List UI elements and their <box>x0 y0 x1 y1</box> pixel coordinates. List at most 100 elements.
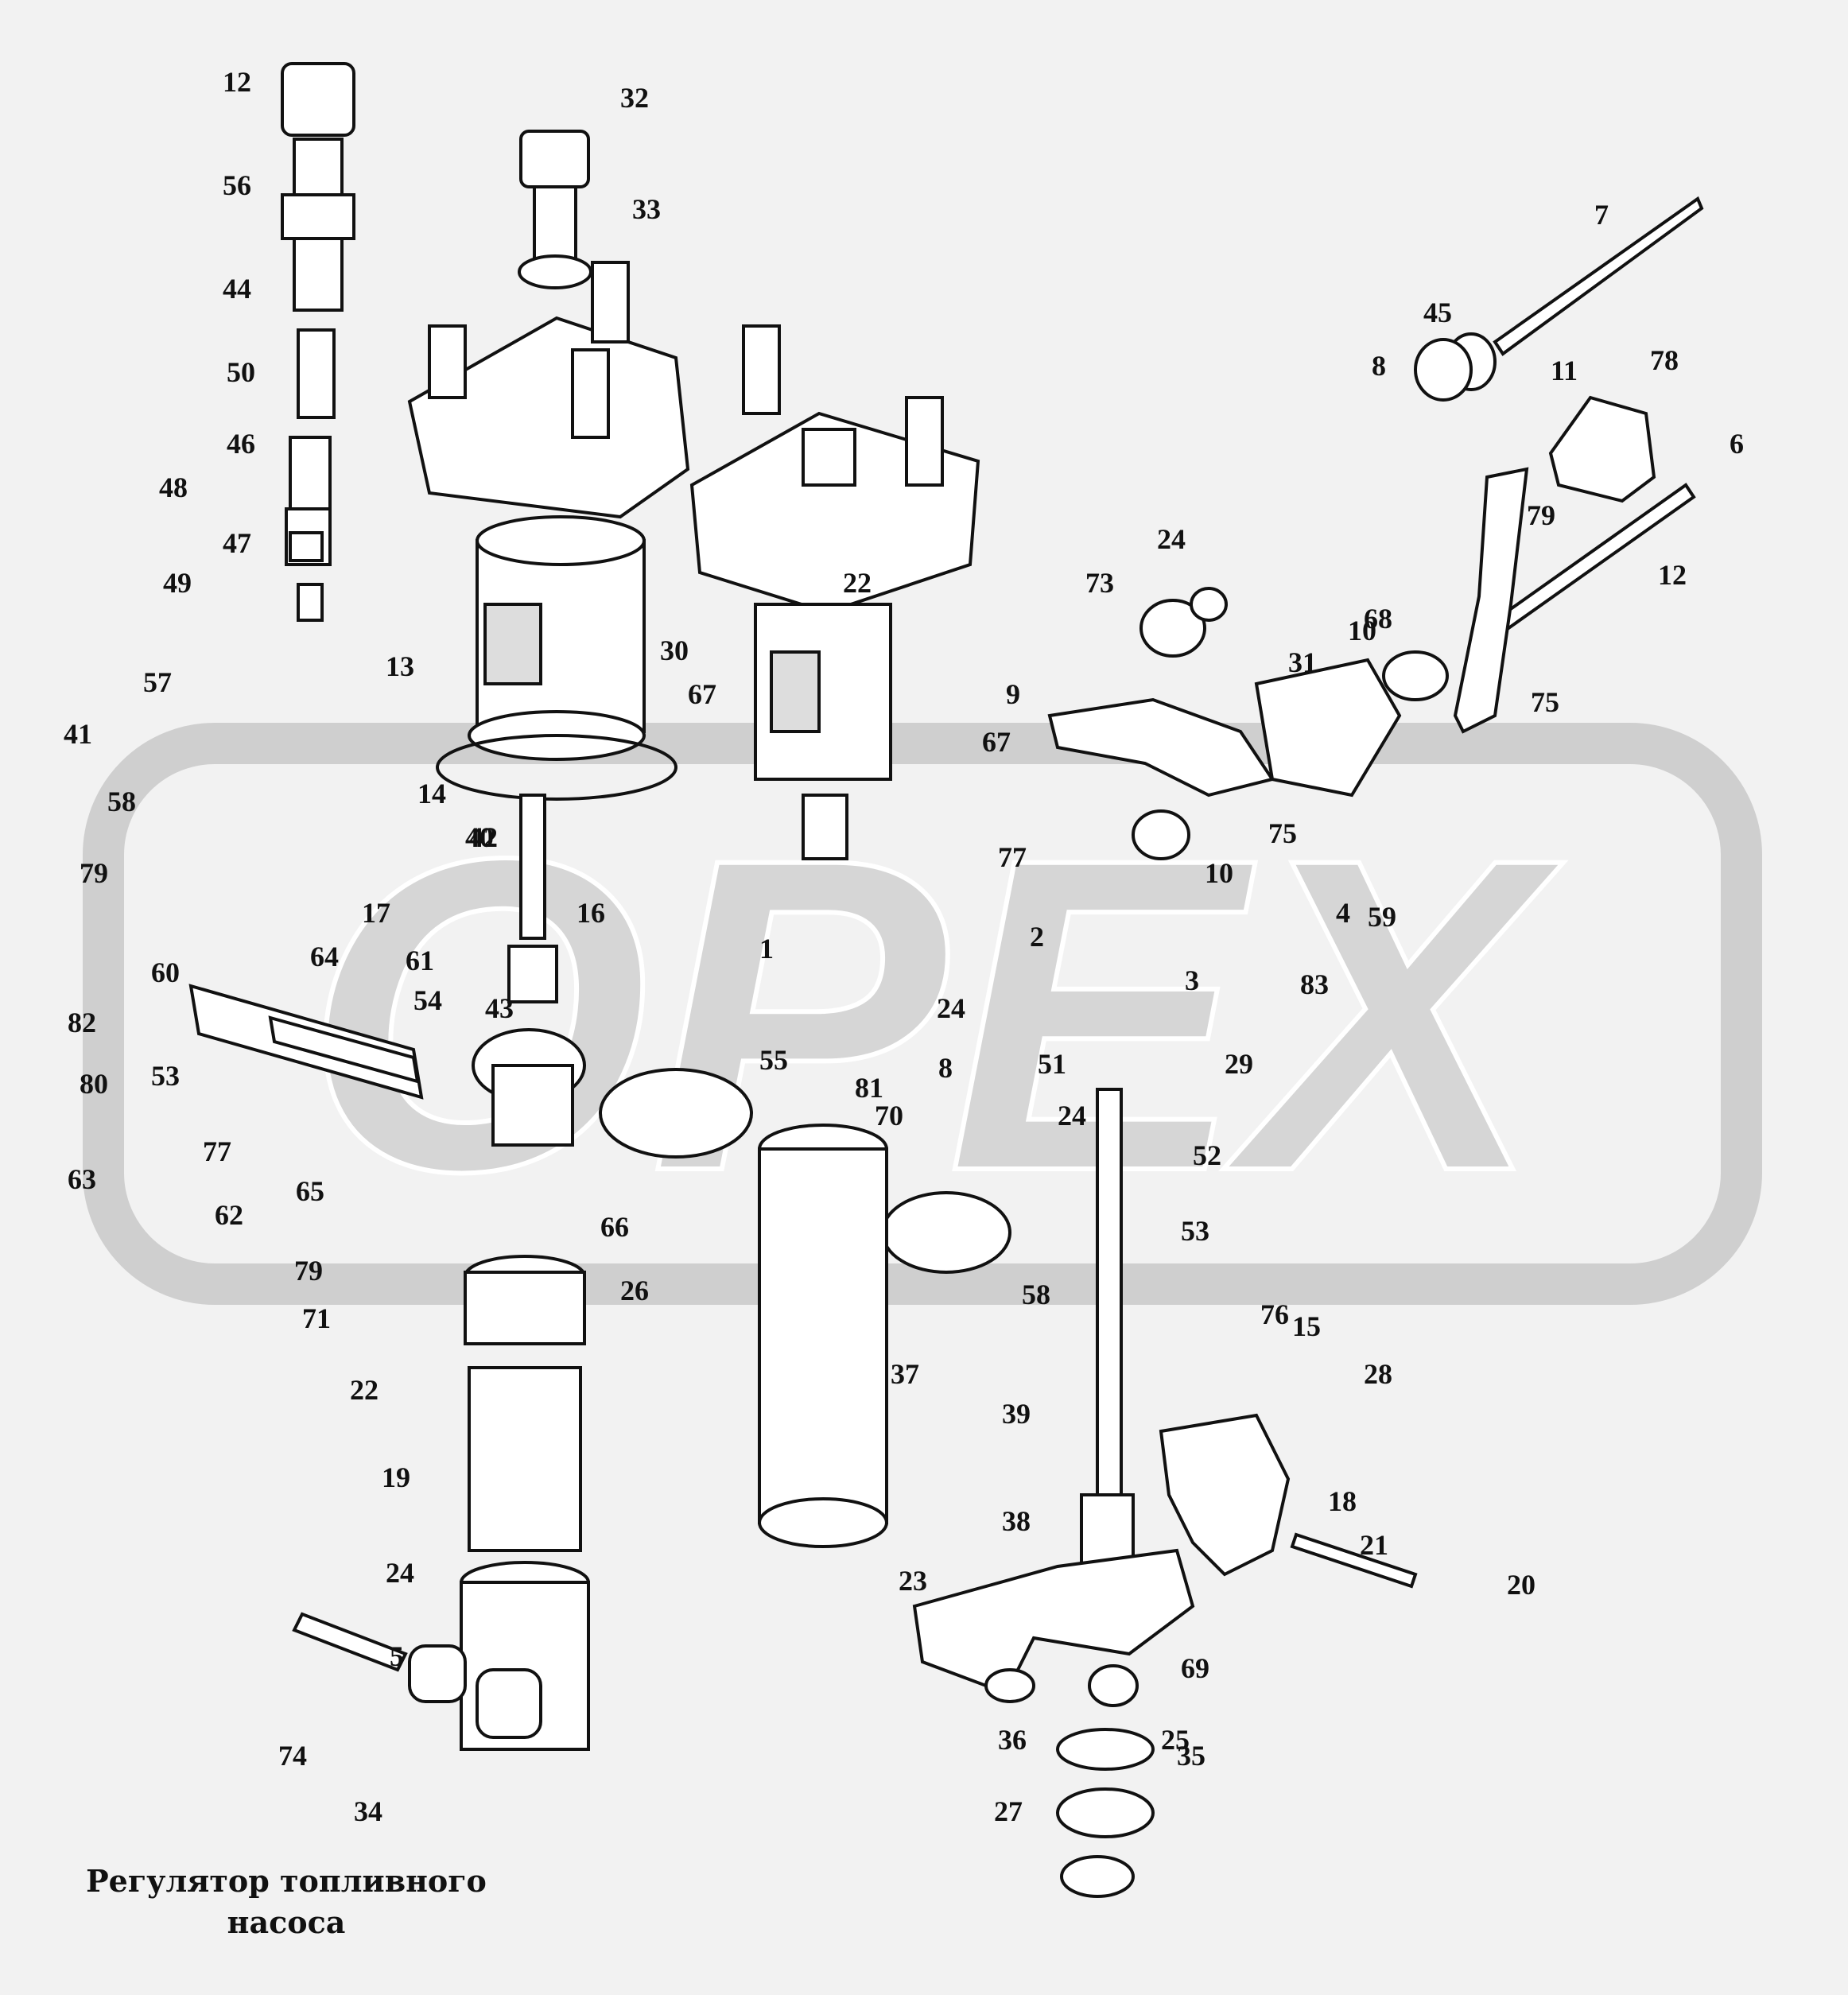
callout-6: 6 <box>1730 428 1744 460</box>
callout-78: 78 <box>1650 344 1679 376</box>
callout-53: 53 <box>1181 1215 1209 1247</box>
pins-34-36 <box>292 1612 542 1739</box>
callout-61: 61 <box>406 945 434 976</box>
lever-13 <box>1047 650 1449 860</box>
callout-71: 71 <box>302 1302 331 1334</box>
shaft-7 <box>1414 196 1704 402</box>
callout-19: 19 <box>382 1461 410 1493</box>
callout-77: 77 <box>203 1135 231 1167</box>
callout-7: 7 <box>1594 199 1609 231</box>
callout-56: 56 <box>223 169 251 201</box>
callout-30: 30 <box>660 635 689 666</box>
callout-46: 46 <box>227 428 255 460</box>
caption-line-1: Регулятор топливного <box>86 1863 487 1899</box>
drive-gear-stack <box>1056 1664 1155 1898</box>
callout-23: 23 <box>899 1565 927 1597</box>
callout-38: 38 <box>1002 1505 1031 1537</box>
gear-43 <box>472 794 586 1147</box>
callout-35: 35 <box>1177 1740 1205 1772</box>
pump-housing-middle <box>689 324 980 860</box>
callout-22: 22 <box>843 567 872 599</box>
callout-49: 49 <box>163 567 192 599</box>
callout-79: 79 <box>80 857 108 889</box>
callout-37: 37 <box>891 1358 919 1390</box>
callout-50: 50 <box>227 356 255 388</box>
callout-60: 60 <box>151 957 180 988</box>
callout-47: 47 <box>223 527 251 559</box>
callout-53: 53 <box>151 1060 180 1092</box>
callout-62: 62 <box>215 1199 243 1231</box>
callout-42: 42 <box>469 821 498 853</box>
callout-29: 29 <box>1225 1048 1253 1080</box>
callout-16: 16 <box>577 897 605 929</box>
callout-32: 32 <box>620 82 649 114</box>
caption-line-2: насоса <box>227 1904 346 1940</box>
callout-76: 76 <box>1260 1298 1289 1330</box>
callout-68: 68 <box>1364 603 1392 635</box>
caption: Регулятор топливного насоса <box>80 1861 493 1943</box>
lever-9 <box>1453 467 1529 734</box>
callout-33: 33 <box>632 193 661 225</box>
valve-stack <box>281 62 355 622</box>
callout-81: 81 <box>855 1072 883 1104</box>
callout-41: 41 <box>64 718 92 750</box>
callout-67: 67 <box>688 678 716 710</box>
callout-83: 83 <box>1300 968 1329 1000</box>
body-21 <box>912 1548 1195 1703</box>
callout-28: 28 <box>1364 1358 1392 1390</box>
callout-24: 24 <box>1058 1100 1086 1131</box>
callout-34: 34 <box>354 1795 382 1827</box>
bracket-19 <box>1159 1413 1418 1589</box>
callout-67: 67 <box>982 726 1011 758</box>
callout-24: 24 <box>937 992 965 1024</box>
callout-77: 77 <box>998 841 1027 873</box>
callout-43: 43 <box>485 992 514 1024</box>
callout-10: 10 <box>1348 615 1376 646</box>
callout-9: 9 <box>1006 678 1020 710</box>
callout-63: 63 <box>68 1163 96 1195</box>
bracket-11 <box>1548 395 1656 503</box>
watermark-text: ОРЕХ <box>304 766 1564 1263</box>
callout-5: 5 <box>390 1640 404 1672</box>
callout-22: 22 <box>350 1374 379 1406</box>
spring-sleeve-middle <box>758 1124 888 1548</box>
callout-12: 12 <box>223 66 251 98</box>
callout-75: 75 <box>1531 686 1559 718</box>
callout-64: 64 <box>310 941 339 972</box>
gear-53 <box>599 1068 1011 1274</box>
callout-18: 18 <box>1328 1485 1357 1517</box>
callout-58: 58 <box>1022 1279 1050 1310</box>
callout-58: 58 <box>107 786 136 817</box>
callout-27: 27 <box>994 1795 1023 1827</box>
link-62 <box>188 984 424 1100</box>
callout-65: 65 <box>296 1175 324 1207</box>
callout-48: 48 <box>159 472 188 503</box>
callout-2: 2 <box>1030 921 1044 953</box>
callout-82: 82 <box>68 1007 96 1038</box>
callout-8: 8 <box>938 1052 953 1084</box>
callout-73: 73 <box>1085 567 1114 599</box>
callout-13: 13 <box>386 650 414 682</box>
callout-44: 44 <box>223 273 251 305</box>
callout-26: 26 <box>620 1275 649 1306</box>
callout-59: 59 <box>1368 901 1396 933</box>
callout-11: 11 <box>1551 355 1578 386</box>
callout-70: 70 <box>875 1100 903 1131</box>
bearing-73 <box>1139 587 1228 658</box>
callout-24: 24 <box>1157 523 1186 555</box>
callout-54: 54 <box>413 984 442 1016</box>
callout-12: 12 <box>1658 559 1687 591</box>
callout-21: 21 <box>1360 1529 1388 1561</box>
callout-51: 51 <box>1038 1048 1066 1080</box>
callout-4: 4 <box>1336 897 1350 929</box>
callout-79: 79 <box>294 1255 323 1287</box>
callout-25: 25 <box>1161 1724 1190 1756</box>
shaft-26 <box>1080 1088 1135 1576</box>
callout-69: 69 <box>1181 1652 1209 1684</box>
callout-31: 31 <box>1288 646 1317 678</box>
callout-45: 45 <box>1423 297 1452 328</box>
callout-3: 3 <box>1185 965 1199 996</box>
callout-14: 14 <box>417 778 446 809</box>
